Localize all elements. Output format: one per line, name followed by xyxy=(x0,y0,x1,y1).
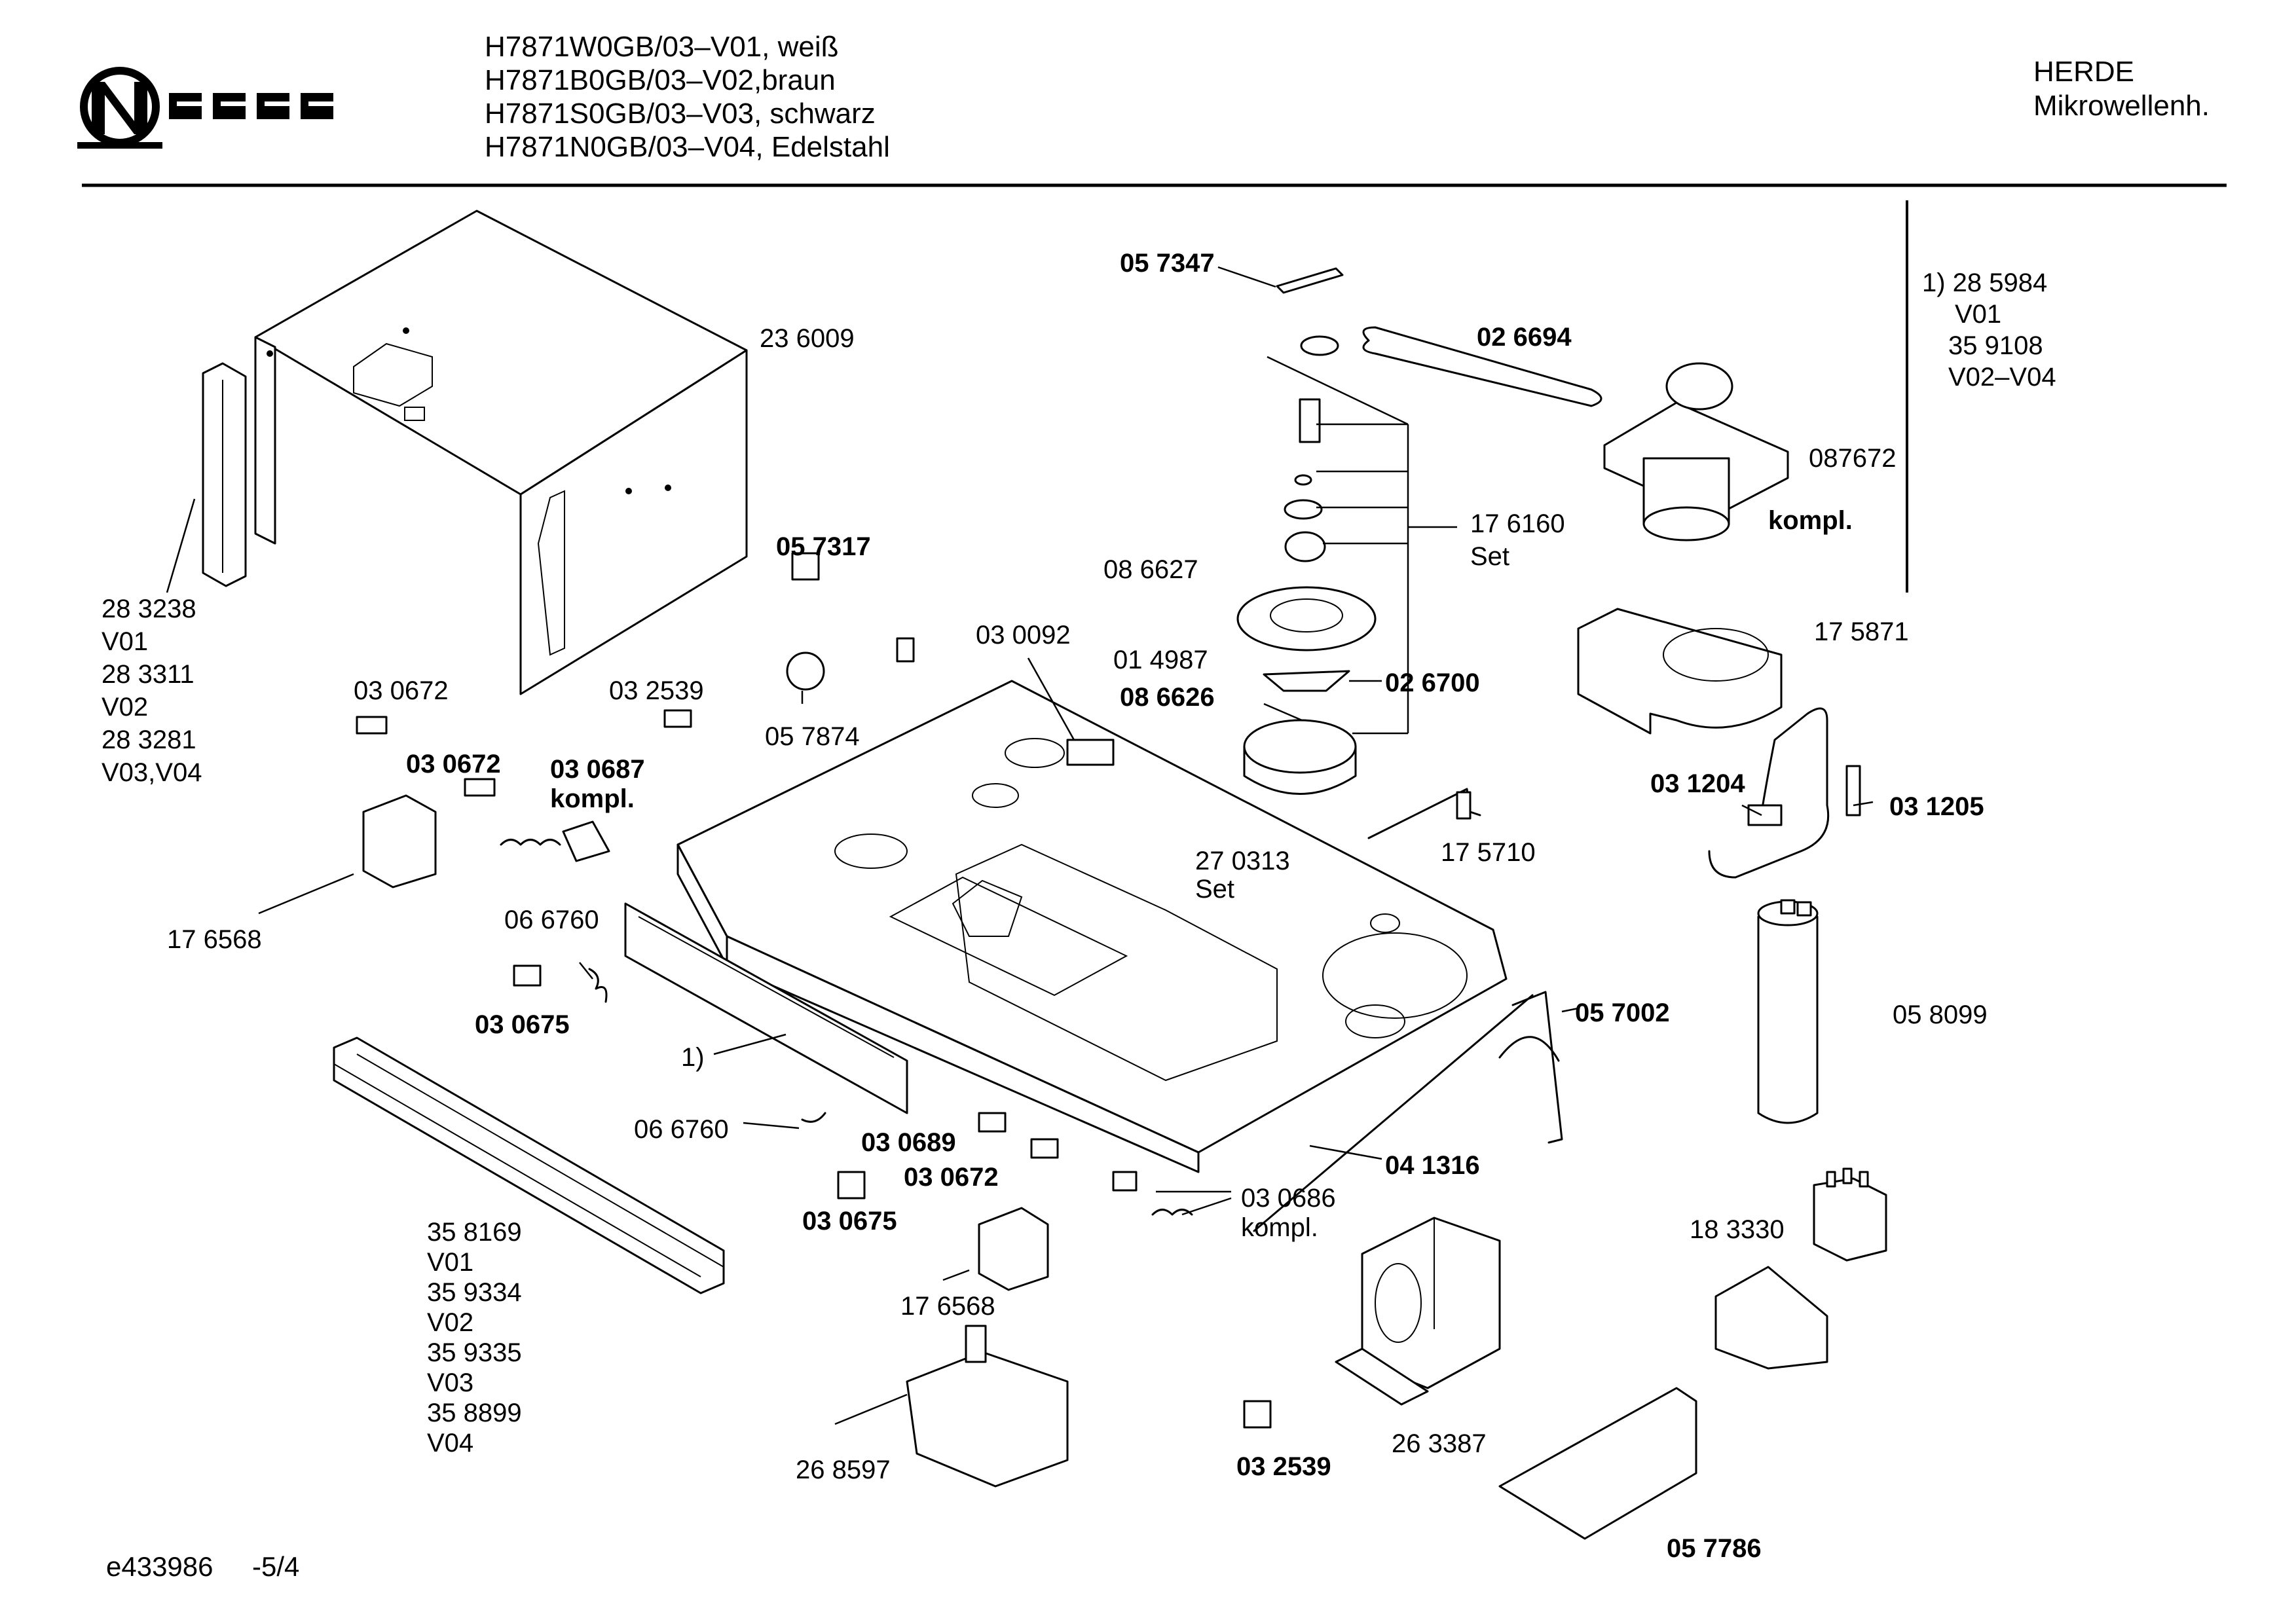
part-label-057786: 05 7786 xyxy=(1667,1534,1762,1563)
model-line-1: H7871W0GB/03–V01, weiß xyxy=(485,31,839,63)
part-label-030689: 03 0689 xyxy=(861,1128,956,1157)
part-label-057317: 05 7317 xyxy=(776,532,871,561)
sensor-wire-drawing xyxy=(1708,707,1874,879)
part-label-283281: 28 3281 xyxy=(102,725,196,754)
part-label-066760-b: 06 6760 xyxy=(634,1115,729,1144)
part-label-031204: 03 1204 xyxy=(1650,769,1745,798)
fan-motor-drawing xyxy=(1603,362,1789,541)
part-label-032539-b: 03 2539 xyxy=(1236,1452,1331,1481)
front-strip-drawing xyxy=(624,902,908,1114)
footnote-line-1: 1) 28 5984 xyxy=(1922,268,2048,297)
part-label-032539-a: 03 2539 xyxy=(609,676,704,705)
part-label-087672: 087672 xyxy=(1809,444,1897,473)
part-label-057874: 05 7874 xyxy=(765,722,860,751)
switch-components-drawing xyxy=(258,552,1272,1429)
part-label-footnote-1: 1) xyxy=(681,1043,705,1072)
part-label-359334-v02: V02 xyxy=(427,1308,474,1337)
part-label-270313: 27 0313 xyxy=(1195,847,1290,875)
part-label-176160: 17 6160 xyxy=(1470,509,1565,538)
magnetron-drawing xyxy=(834,1325,1069,1488)
part-label-283281-v03v04: V03,V04 xyxy=(102,758,202,787)
turntable-drive-drawing xyxy=(1217,266,1457,795)
part-label-358899: 35 8899 xyxy=(427,1399,522,1427)
bracket-drawing xyxy=(1367,788,1481,839)
document-id: e433986 xyxy=(106,1551,213,1582)
part-label-058099: 05 8099 xyxy=(1893,1000,1988,1029)
footnote-line-2: V01 xyxy=(1955,300,2002,329)
part-label-041316: 04 1316 xyxy=(1385,1151,1480,1180)
part-label-358169-v01: V01 xyxy=(427,1248,474,1277)
model-line-2: H7871B0GB/03–V02,braun xyxy=(485,64,836,96)
base-plate-drawing xyxy=(676,680,1508,1173)
part-label-030672-a: 03 0672 xyxy=(354,676,449,705)
part-label-030687: 03 0687 xyxy=(550,755,645,784)
part-label-359335: 35 9335 xyxy=(427,1338,522,1367)
part-label-183330: 18 3330 xyxy=(1690,1215,1785,1244)
relay-drawing xyxy=(1813,1167,1887,1262)
part-label-030686: 03 0686 xyxy=(1241,1184,1336,1213)
part-label-030672-b: 03 0672 xyxy=(406,750,501,779)
category-line-2: Mikrowellenh. xyxy=(2033,90,2210,122)
model-line-4: H7871N0GB/03–V04, Edelstahl xyxy=(485,131,890,163)
part-label-263387: 26 3387 xyxy=(1392,1429,1487,1458)
part-label-359335-v03: V03 xyxy=(427,1368,474,1397)
outer-case-drawing xyxy=(254,210,748,695)
part-label-176568-b: 17 6568 xyxy=(900,1292,995,1321)
part-label-031205: 03 1205 xyxy=(1889,792,1984,821)
part-label-175871: 17 5871 xyxy=(1814,617,1909,646)
part-label-283238-v01: V01 xyxy=(102,627,149,656)
part-label-030687-kompl: kompl. xyxy=(550,784,635,813)
belt-drawing xyxy=(1362,326,1602,407)
part-label-026694: 02 6694 xyxy=(1477,323,1572,352)
page-number: -5/4 xyxy=(252,1551,300,1582)
part-label-086626: 08 6626 xyxy=(1120,683,1215,712)
transformer-drawing xyxy=(1335,1217,1501,1406)
part-label-057002: 05 7002 xyxy=(1575,998,1670,1027)
part-label-057347: 05 7347 xyxy=(1120,249,1215,278)
neff-logo xyxy=(77,67,333,149)
part-label-283311-v02: V02 xyxy=(102,693,149,722)
part-label-236009: 23 6009 xyxy=(760,324,855,353)
part-label-014987: 01 4987 xyxy=(1113,646,1208,674)
part-label-175710: 17 5710 xyxy=(1441,838,1536,867)
part-label-270313-set: Set xyxy=(1195,875,1235,904)
hv-diode-drawing xyxy=(1253,991,1579,1232)
part-label-030092: 03 0092 xyxy=(976,621,1071,650)
side-rail-drawing xyxy=(166,362,247,593)
model-line-3: H7871S0GB/03–V03, schwarz xyxy=(485,98,876,130)
part-label-087672-kompl: kompl. xyxy=(1768,506,1853,535)
part-label-030686-kompl: kompl. xyxy=(1241,1213,1318,1242)
capacitor-drawing xyxy=(1757,899,1819,1124)
part-label-283311: 28 3311 xyxy=(102,660,194,689)
part-label-176568-a: 17 6568 xyxy=(167,925,262,954)
footnote-line-3: 35 9108 xyxy=(1948,331,2043,360)
category-line-1: HERDE xyxy=(2033,56,2135,88)
footnote-line-4: V02–V04 xyxy=(1948,363,2056,392)
part-label-358899-v04: V04 xyxy=(427,1429,474,1457)
part-label-030675-a: 03 0675 xyxy=(475,1010,570,1039)
part-label-268597: 26 8597 xyxy=(796,1456,891,1484)
part-label-359334: 35 9334 xyxy=(427,1278,522,1307)
shield-plate-drawing xyxy=(1498,1266,1828,1540)
part-label-176160-set: Set xyxy=(1470,542,1510,571)
long-profile-drawing xyxy=(333,1036,725,1294)
part-label-030672-c: 03 0672 xyxy=(904,1163,999,1192)
part-label-086627: 08 6627 xyxy=(1103,555,1198,584)
part-label-066760-a: 06 6760 xyxy=(504,906,599,934)
part-label-030675-b: 03 0675 xyxy=(802,1207,897,1236)
fan-housing-drawing xyxy=(1577,608,1783,735)
part-label-026700: 02 6700 xyxy=(1385,669,1480,697)
part-label-283238: 28 3238 xyxy=(102,595,196,623)
part-label-358169: 35 8169 xyxy=(427,1218,522,1247)
